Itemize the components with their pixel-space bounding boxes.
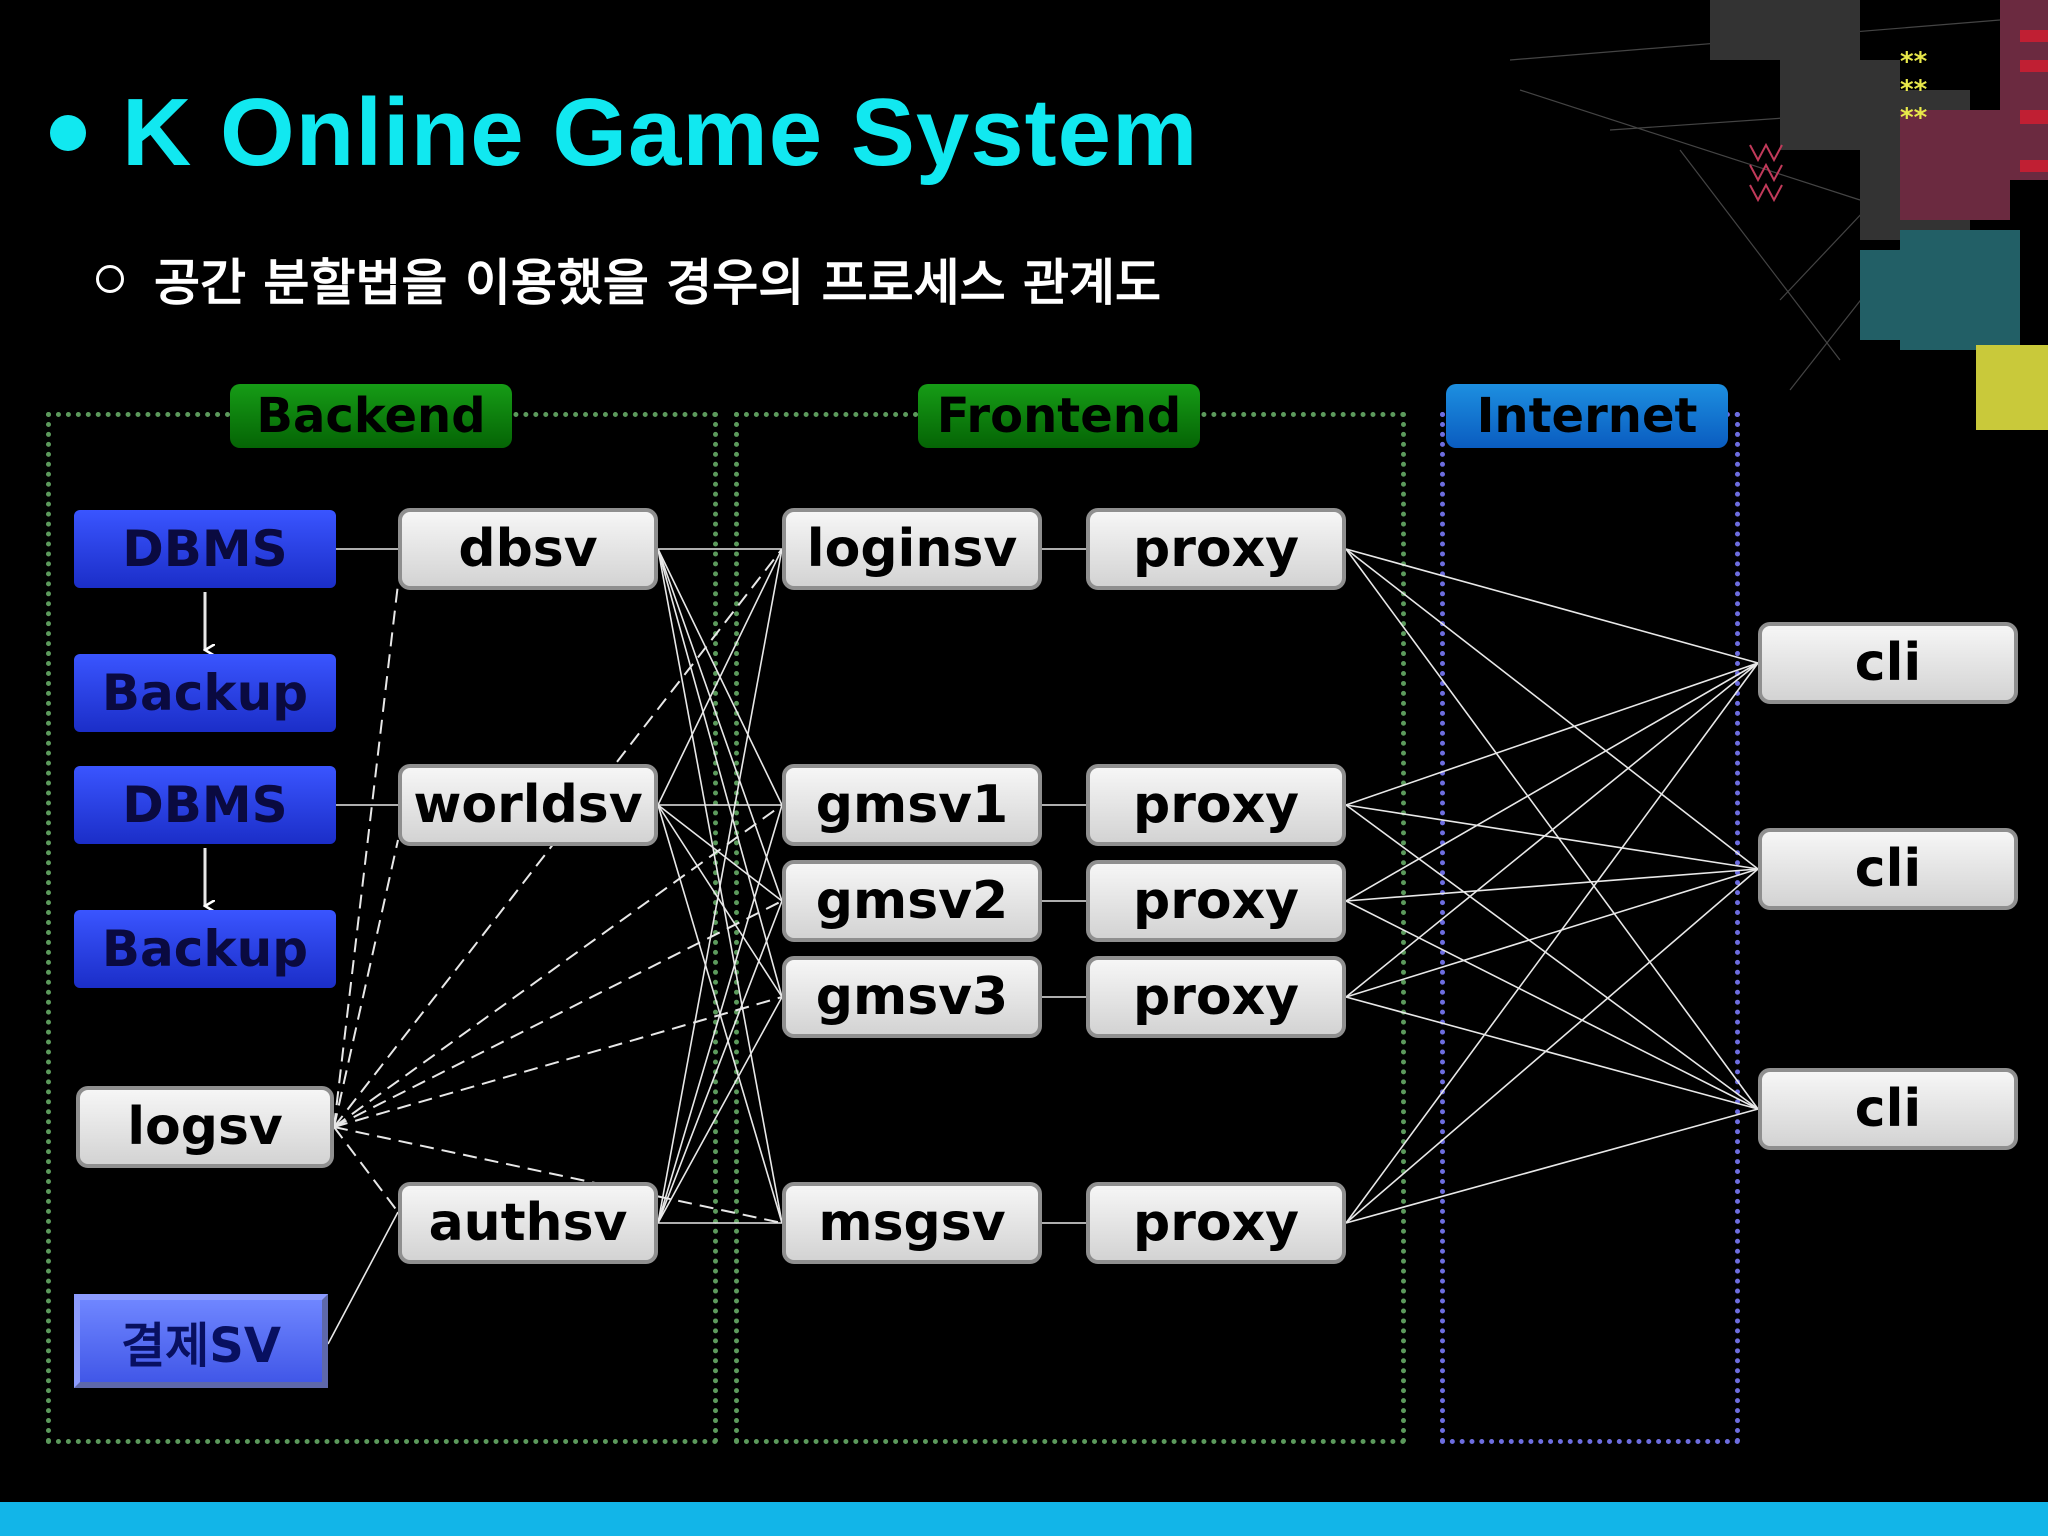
- link-logsv-worldsv: [333, 839, 399, 1128]
- link-logsv-dbsv: [333, 583, 399, 1128]
- loginsv-node: loginsv: [782, 508, 1042, 590]
- backup-node-2: Backup: [74, 910, 336, 988]
- link-dbsv-gmsv3: [657, 548, 783, 998]
- link-worldsv-gmsv3: [657, 804, 783, 998]
- link-logsv-msgsv: [333, 1126, 783, 1224]
- proxy-node-gmsv1: proxy: [1086, 764, 1346, 846]
- internet-label: Internet: [1446, 384, 1728, 448]
- proxy-node-gmsv2: proxy: [1086, 860, 1346, 942]
- proxy-node-gmsv3: proxy: [1086, 956, 1346, 1038]
- proxy-node-msgsv: proxy: [1086, 1182, 1346, 1264]
- payment-server-node: 결제SV: [74, 1294, 328, 1388]
- link-logsv-authsv: [333, 1126, 399, 1213]
- link-logsv-gmsv3: [333, 996, 783, 1128]
- gmsv1-node: gmsv1: [782, 764, 1042, 846]
- link-proxy_gm1-cli2: [1345, 804, 1759, 870]
- link-authsv-gmsv2: [657, 900, 783, 1224]
- link-proxy_msg-cli2: [1345, 868, 1759, 1224]
- link-proxy_gm3-cli3: [1345, 996, 1759, 1110]
- title-bullet-icon: [50, 115, 86, 151]
- client-node-1: cli: [1758, 622, 2018, 704]
- dbms-node-2: DBMS: [74, 766, 336, 844]
- page-subtitle-text: 공간 분할법을 이용했을 경우의 프로세스 관계도: [154, 254, 1162, 312]
- backend-label: Backend: [230, 384, 512, 448]
- link-logsv-gmsv2: [333, 900, 783, 1128]
- logsv-node: logsv: [76, 1086, 334, 1168]
- link-logsv-gmsv1: [333, 804, 783, 1128]
- dbsv-node: dbsv: [398, 508, 658, 590]
- authsv-node: authsv: [398, 1182, 658, 1264]
- link-proxy_msg-cli3: [1345, 1108, 1759, 1224]
- link-proxy_gm1-cli3: [1345, 804, 1759, 1110]
- page-title: K Online Game System: [50, 78, 1198, 188]
- link-authsv-gmsv3: [657, 996, 783, 1224]
- link-proxy_gm3-cli2: [1345, 868, 1759, 998]
- decorative-graphic: ** ** **: [1509, 0, 2048, 430]
- link-proxy_login-cli2: [1345, 548, 1759, 870]
- dbms-node-1: DBMS: [74, 510, 336, 588]
- link-authsv-loginsv: [657, 548, 783, 1224]
- page-subtitle: 공간 분할법을 이용했을 경우의 프로세스 관계도: [96, 244, 1161, 314]
- link-proxy_msg-cli1: [1345, 662, 1759, 1224]
- link-proxy_gm2-cli3: [1345, 900, 1759, 1110]
- link-worldsv-loginsv: [657, 548, 783, 806]
- link-proxy_gm3-cli1: [1345, 662, 1759, 998]
- link-proxy_login-cli1: [1345, 548, 1759, 664]
- svg-text:**: **: [1900, 75, 1928, 105]
- client-node-3: cli: [1758, 1068, 2018, 1150]
- gmsv2-node: gmsv2: [782, 860, 1042, 942]
- link-worldsv-gmsv2: [657, 804, 783, 902]
- subtitle-bullet-icon: [96, 265, 124, 293]
- link-proxy_gm2-cli2: [1345, 868, 1759, 902]
- link-proxy_gm1-cli1: [1345, 662, 1759, 806]
- link-pay-authsv: [327, 1211, 399, 1345]
- msgsv-node: msgsv: [782, 1182, 1042, 1264]
- svg-text:**: **: [1900, 47, 1928, 77]
- bottom-accent-bar: [0, 1502, 2048, 1536]
- gmsv3-node: gmsv3: [782, 956, 1042, 1038]
- svg-text:**: **: [1900, 103, 1928, 133]
- link-dbsv-gmsv2: [657, 548, 783, 902]
- backup-node-1: Backup: [74, 654, 336, 732]
- link-proxy_gm2-cli1: [1345, 662, 1759, 902]
- proxy-node-login: proxy: [1086, 508, 1346, 590]
- worldsv-node: worldsv: [398, 764, 658, 846]
- frontend-label: Frontend: [918, 384, 1200, 448]
- client-node-2: cli: [1758, 828, 2018, 910]
- page-title-text: K Online Game System: [122, 79, 1199, 186]
